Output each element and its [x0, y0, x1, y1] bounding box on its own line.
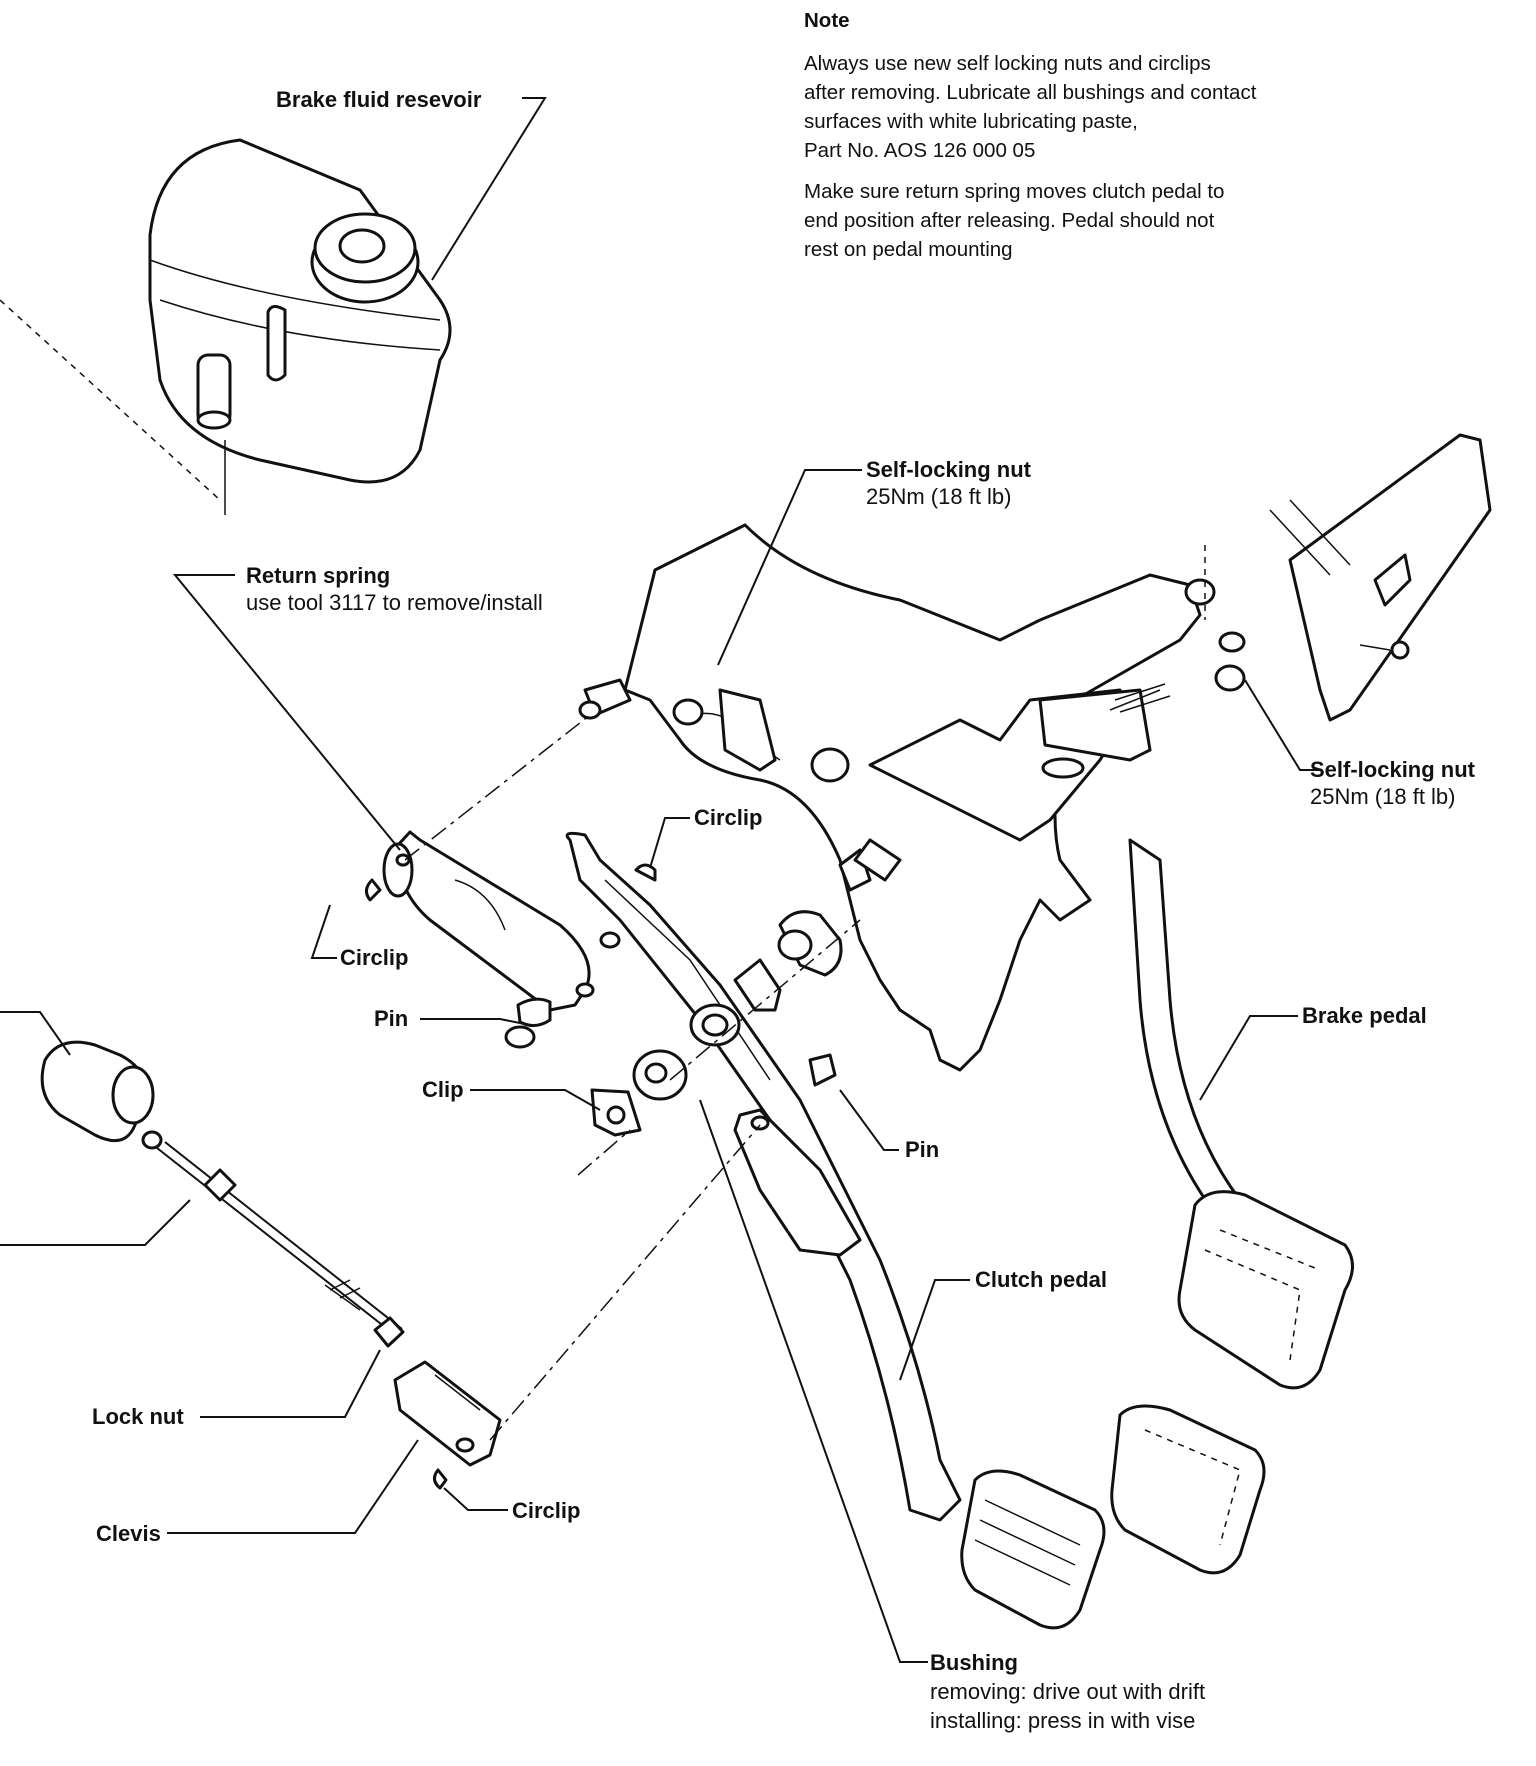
label-bushing: Bushing removing: drive out with drift i…	[930, 1648, 1205, 1735]
pushrod-clevis-drawing	[40, 1040, 502, 1490]
label-circlip-left: Circlip	[340, 945, 409, 970]
note-line: end position after releasing. Pedal shou…	[804, 209, 1215, 232]
label-clevis: Clevis	[96, 1521, 161, 1546]
note-line: after removing. Lubricate all bushings a…	[804, 81, 1257, 104]
note-line: Part No. AOS 126 000 05	[804, 139, 1036, 162]
label-self-locking-nut-top: Self-locking nut 25Nm (18 ft lb)	[866, 456, 1031, 510]
label-clip: Clip	[422, 1077, 464, 1102]
label-line: installing: press in with vise	[930, 1708, 1196, 1733]
label-line: removing: drive out with drift	[930, 1679, 1206, 1704]
label-clutch-pedal: Clutch pedal	[975, 1267, 1108, 1292]
clutch-pedal-drawing	[565, 831, 1106, 1630]
label-name: Bushing	[930, 1650, 1018, 1675]
label-circlip-top: Circlip	[694, 805, 763, 830]
label-name: Self-locking nut	[1310, 757, 1475, 782]
label-return-spring: Return spring use tool 3117 to remove/in…	[246, 562, 543, 616]
note-heading: Note	[804, 9, 850, 32]
return-spring-drawing	[365, 830, 595, 1049]
label-spec: 25Nm (18 ft lb)	[866, 484, 1012, 509]
label-name: Self-locking nut	[866, 457, 1031, 482]
label-brake-fluid-reservoir: Brake fluid resevoir	[276, 87, 482, 112]
note-line: surfaces with white lubricating paste,	[804, 110, 1138, 133]
leader-lines	[0, 97, 1320, 1663]
assembly-axis-lines	[404, 714, 861, 1441]
note-line: Always use new self locking nuts and cir…	[804, 52, 1211, 75]
label-circlip-bottom: Circlip	[512, 1498, 581, 1523]
brake-fluid-reservoir-drawing	[0, 138, 452, 515]
note-paragraph-1: Always use new self locking nuts and cir…	[804, 49, 1404, 165]
label-pin-right: Pin	[905, 1137, 940, 1162]
label-brake-pedal: Brake pedal	[1302, 1003, 1427, 1028]
bushings-drawing	[590, 838, 902, 1137]
label-spec: 25Nm (18 ft lb)	[1310, 784, 1456, 809]
label-spec: use tool 3117 to remove/install	[246, 590, 543, 615]
label-self-locking-nut-right: Self-locking nut 25Nm (18 ft lb)	[1310, 756, 1475, 810]
pedal-mounting-bracket-drawing	[578, 523, 1246, 1072]
label-lock-nut: Lock nut	[92, 1404, 184, 1429]
label-name: Return spring	[246, 563, 391, 588]
note-paragraph-2: Make sure return spring moves clutch ped…	[804, 177, 1404, 264]
label-pin-left: Pin	[374, 1006, 409, 1031]
note-line: Make sure return spring moves clutch ped…	[804, 180, 1225, 203]
note-block: Note Always use new self locking nuts an…	[804, 6, 1404, 276]
note-line: rest on pedal mounting	[804, 238, 1013, 261]
brake-pedal-drawing	[1110, 838, 1354, 1575]
cover-plate-drawing	[1269, 433, 1492, 722]
